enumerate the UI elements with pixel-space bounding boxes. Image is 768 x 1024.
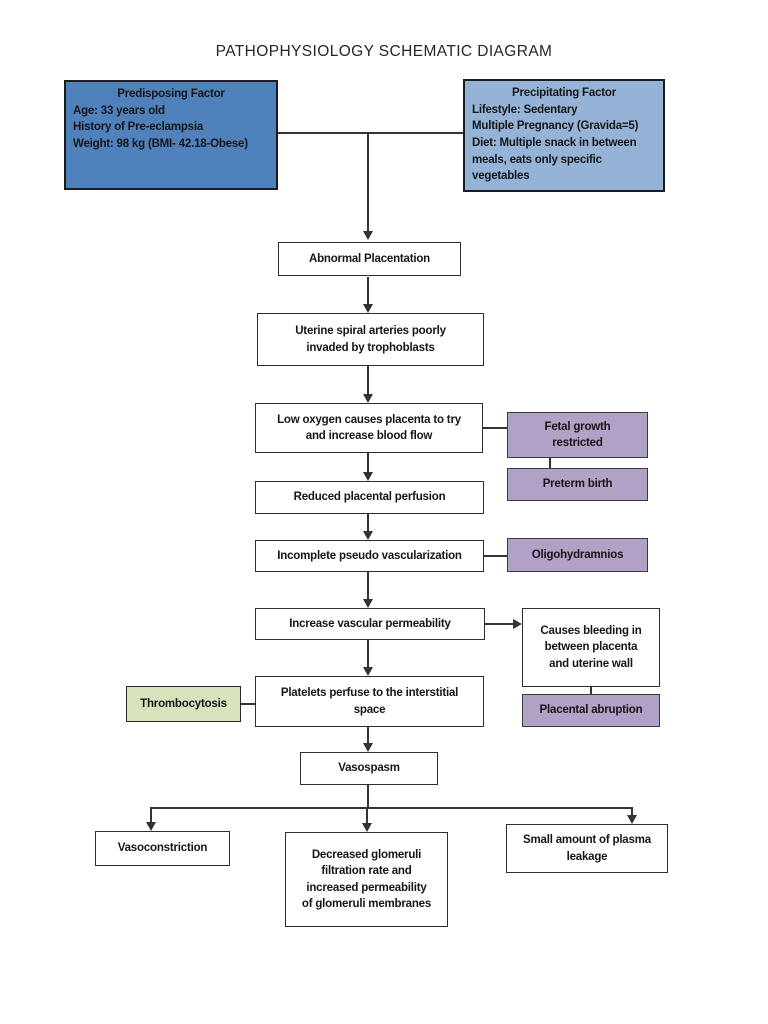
- node-causes-bleeding: Causes bleeding in between placenta and …: [522, 608, 660, 687]
- predisposing-body: Age: 33 years old History of Pre-eclamps…: [73, 104, 248, 151]
- arrowhead-to-vasospasm: [363, 743, 373, 752]
- node-preterm-birth-label: Preterm birth: [542, 478, 613, 491]
- page-title: PATHOPHYSIOLOGY SCHEMATIC DIAGRAM: [215, 43, 553, 60]
- arrowhead-to-uterine: [363, 304, 373, 313]
- node-abnormal-placentation-label: Abnormal Placentation: [308, 252, 431, 265]
- node-fetal-growth-restricted: Fetal growth restricted: [507, 412, 648, 458]
- node-incomplete-pseudo-vascularization: Incomplete pseudo vascularization: [255, 540, 484, 572]
- node-fetal-growth-restricted-label: Fetal growth restricted: [544, 420, 611, 449]
- connector-incomplete-to-increase: [367, 572, 369, 599]
- node-thrombocytosis-label: Thrombocytosis: [140, 697, 227, 710]
- node-platelets-perfuse-label: Platelets perfuse to the interstitial sp…: [280, 687, 459, 716]
- arrowhead-to-plasma-leakage: [627, 815, 637, 824]
- connector-fetalgrowth-to-preterm: [549, 458, 551, 468]
- arrowhead-to-bleeding: [513, 619, 522, 629]
- connector-increase-to-platelets: [367, 640, 369, 667]
- node-plasma-leakage: Small amount of plasma leakage: [506, 824, 668, 873]
- node-low-oxygen-label: Low oxygen causes placenta to try and in…: [277, 413, 461, 442]
- connector-branch-left-drop: [150, 807, 152, 822]
- node-predisposing-factor: Predisposing Factor Age: 33 years old Hi…: [64, 80, 278, 190]
- predisposing-heading: Predisposing Factor: [117, 88, 225, 100]
- node-placental-abruption-label: Placental abruption: [539, 704, 643, 717]
- connector-thrombocytosis-to-platelets: [241, 703, 255, 705]
- connector-uterine-to-lowoxygen: [367, 366, 369, 394]
- connector-abnormal-to-uterine: [367, 277, 369, 304]
- node-oligohydramnios: Oligohydramnios: [507, 538, 648, 572]
- node-uterine-spiral-arteries: Uterine spiral arteries poorly invaded b…: [257, 313, 484, 366]
- arrowhead-to-vasoconstriction: [146, 822, 156, 831]
- connector-bleeding-to-abruption: [590, 687, 592, 694]
- node-decreased-glomeruli: Decreased glomeruli filtration rate and …: [285, 832, 448, 927]
- node-vasospasm: Vasospasm: [300, 752, 438, 785]
- node-preterm-birth: Preterm birth: [507, 468, 648, 501]
- node-oligohydramnios-label: Oligohydramnios: [531, 548, 624, 561]
- arrowhead-to-abnormal-placentation: [363, 231, 373, 240]
- connector-incomplete-to-oligohydramnios: [484, 555, 507, 557]
- connector-reduced-to-incomplete: [367, 514, 369, 531]
- node-plasma-leakage-label: Small amount of plasma leakage: [523, 834, 651, 863]
- connector-factors-horizontal: [278, 132, 463, 134]
- node-vasoconstriction-label: Vasoconstriction: [117, 842, 208, 855]
- node-placental-abruption: Placental abruption: [522, 694, 660, 727]
- connector-lowoxygen-to-reduced: [367, 453, 369, 472]
- precipitating-heading: Precipitating Factor: [512, 87, 616, 99]
- arrowhead-to-lowoxygen: [363, 394, 373, 403]
- arrowhead-to-increase: [363, 599, 373, 608]
- node-platelets-perfuse: Platelets perfuse to the interstitial sp…: [255, 676, 484, 727]
- node-precipitating-factor: Precipitating Factor Lifestyle: Sedentar…: [463, 79, 665, 192]
- node-increase-vascular-permeability: Increase vascular permeability: [255, 608, 485, 640]
- connector-platelets-to-vasospasm: [367, 727, 369, 743]
- connector-branch-middle-drop: [366, 807, 368, 823]
- connector-lowoxygen-to-fetalgrowth: [483, 427, 507, 429]
- node-reduced-placental-perfusion-label: Reduced placental perfusion: [293, 491, 446, 504]
- node-decreased-glomeruli-label: Decreased glomeruli filtration rate and …: [301, 848, 432, 910]
- arrowhead-to-incomplete: [363, 531, 373, 540]
- arrowhead-to-platelets: [363, 667, 373, 676]
- node-thrombocytosis: Thrombocytosis: [126, 686, 241, 722]
- connector-increase-to-bleeding: [485, 623, 513, 625]
- precipitating-body: Lifestyle: Sedentary Multiple Pregnancy …: [472, 103, 639, 183]
- node-incomplete-pseudo-vascularization-label: Incomplete pseudo vascularization: [277, 549, 462, 562]
- node-causes-bleeding-label: Causes bleeding in between placenta and …: [540, 625, 642, 670]
- node-increase-vascular-permeability-label: Increase vascular permeability: [289, 617, 451, 630]
- connector-factors-drop: [367, 132, 369, 231]
- arrowhead-to-reduced: [363, 472, 373, 481]
- node-low-oxygen: Low oxygen causes placenta to try and in…: [255, 403, 483, 453]
- node-vasospasm-label: Vasospasm: [338, 762, 400, 775]
- node-reduced-placental-perfusion: Reduced placental perfusion: [255, 481, 484, 514]
- connector-branch-right-drop: [631, 807, 633, 815]
- node-abnormal-placentation: Abnormal Placentation: [278, 242, 461, 276]
- node-uterine-spiral-arteries-label: Uterine spiral arteries poorly invaded b…: [295, 325, 446, 354]
- connector-vasospasm-drop: [367, 785, 369, 809]
- connector-branch-horizontal: [151, 807, 633, 809]
- arrowhead-to-decreased-glomeruli: [362, 823, 372, 832]
- node-vasoconstriction: Vasoconstriction: [95, 831, 230, 866]
